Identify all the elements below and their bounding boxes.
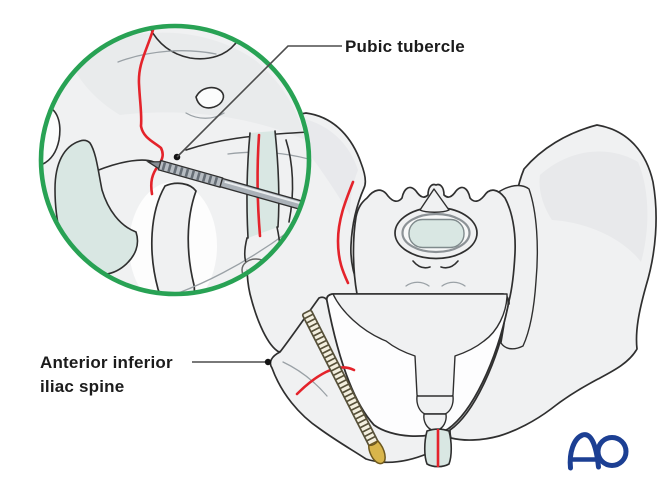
sacrum bbox=[325, 183, 516, 442]
label-aiis-line1: Anterior inferior bbox=[40, 353, 173, 372]
inset-symphysis-right-edge bbox=[274, 130, 280, 228]
right-wing-fossa-shading bbox=[539, 151, 648, 262]
inset-right-contour bbox=[285, 139, 294, 223]
label-aiis-line2: iliac spine bbox=[40, 377, 124, 396]
ao-logo-o bbox=[595, 435, 629, 468]
magnifier-inset bbox=[38, 23, 312, 297]
screw-threads bbox=[304, 313, 377, 445]
main-pelvis bbox=[246, 112, 657, 468]
inset-inferior-ramus-line bbox=[157, 231, 289, 293]
sacral-foramen-right bbox=[441, 281, 466, 287]
inset-shading bbox=[70, 32, 305, 140]
sacral-detail-hook-left bbox=[412, 260, 431, 269]
inset-lens-hole bbox=[195, 86, 225, 109]
magnifier-content bbox=[42, 27, 308, 293]
disc-nucleus bbox=[408, 218, 465, 249]
inset-symphysis-left-edge bbox=[246, 132, 251, 239]
label-pubic-tubercle: Pubic tubercle bbox=[345, 37, 465, 56]
screw-head bbox=[368, 439, 386, 465]
spinous-notch bbox=[419, 188, 450, 213]
drill-flutes bbox=[161, 162, 221, 186]
magnifier-ring bbox=[38, 23, 312, 297]
ao-logo-a bbox=[567, 432, 601, 471]
inset-crest-detail bbox=[117, 50, 217, 63]
inset-pecten-left bbox=[95, 159, 155, 172]
inset-lens-underline bbox=[185, 112, 225, 119]
inset-fracture-line-symphysis bbox=[256, 133, 262, 238]
left-wing-shading bbox=[298, 118, 358, 215]
sacral-detail-hook-right bbox=[440, 260, 459, 269]
aiis-dot bbox=[264, 358, 272, 366]
inset-symphysis-band bbox=[246, 131, 279, 238]
sacral-foramen-left bbox=[405, 281, 430, 287]
inset-acetabular-cartilage bbox=[54, 139, 139, 276]
ao-logo bbox=[567, 432, 629, 471]
inset-pecten-right bbox=[185, 131, 308, 151]
coccyx-segment-1 bbox=[416, 395, 454, 415]
leader-line-pubic-tubercle bbox=[176, 45, 342, 158]
lumbosacral-disc bbox=[394, 188, 478, 287]
anterior-column-screw bbox=[301, 309, 386, 465]
pubic-symphysis bbox=[423, 428, 453, 468]
inset-top-contour bbox=[147, 27, 236, 60]
inset-ischial-strut bbox=[151, 182, 197, 293]
fracture-line-iliac bbox=[336, 180, 355, 285]
screw-head-collar bbox=[368, 440, 379, 446]
aiis-inner-detail-line bbox=[282, 361, 328, 397]
fracture-line-superior-ramus bbox=[295, 366, 356, 396]
